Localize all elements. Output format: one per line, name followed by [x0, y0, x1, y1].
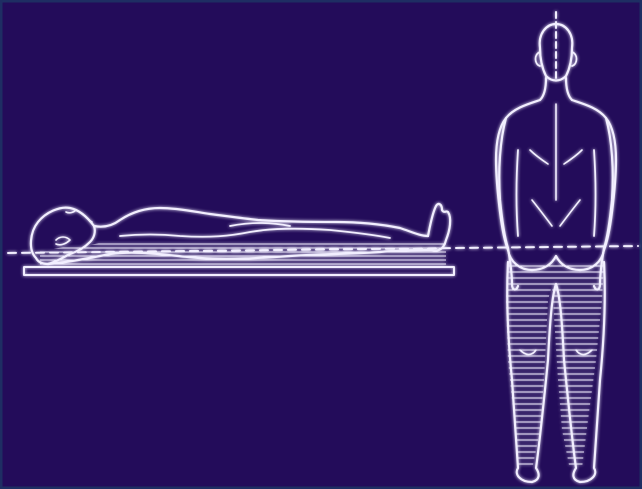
supine-face-nose	[82, 214, 92, 222]
supine-upper-contour	[94, 208, 428, 236]
treatment-table	[24, 267, 454, 275]
neck-left	[540, 78, 546, 100]
supine-field-hatching	[40, 244, 446, 264]
supine-body-figure	[24, 204, 454, 275]
arm-right-inner	[594, 150, 596, 236]
lower-back-right	[560, 200, 580, 226]
knee-right	[576, 350, 592, 355]
arm-left-inner	[517, 150, 519, 236]
lower-back-left	[532, 200, 552, 226]
supine-face-eye	[66, 210, 76, 213]
scapula-left	[530, 150, 548, 164]
leg-right-outline	[556, 262, 605, 482]
neck-right	[566, 78, 572, 100]
knee-left	[520, 350, 536, 355]
scapula-right	[564, 150, 582, 164]
supine-arm	[120, 229, 390, 238]
buttocks-outline	[508, 250, 604, 270]
leg-left-outline	[507, 262, 556, 482]
supine-ear	[56, 237, 70, 245]
supine-hip	[230, 223, 290, 226]
